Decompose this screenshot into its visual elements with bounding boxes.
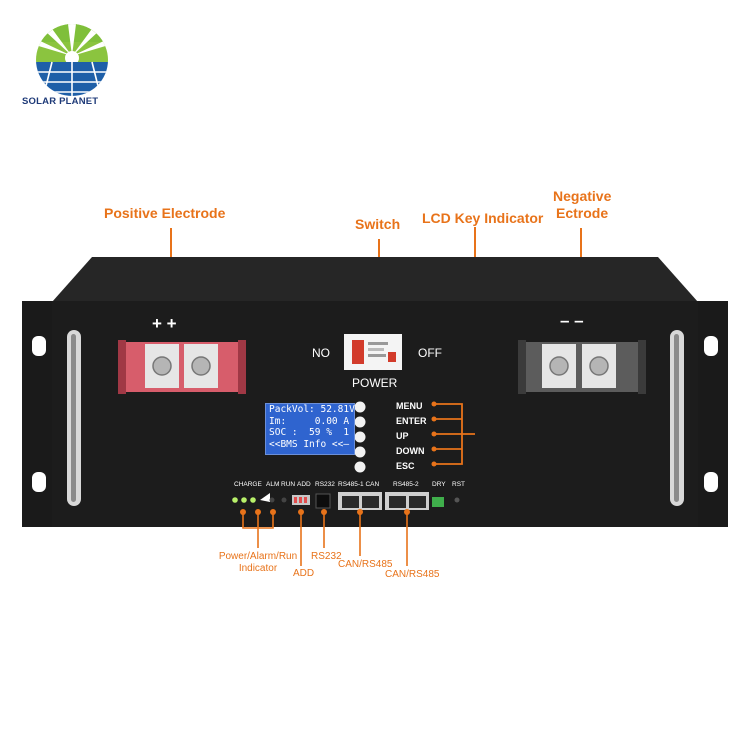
charge-label: CHARGE bbox=[234, 481, 262, 488]
dry-label: DRY bbox=[432, 481, 446, 488]
negative-minus-signs: – – bbox=[560, 311, 584, 330]
can-rs485-2-callout: CAN/RS485 bbox=[385, 569, 440, 580]
switch-off-label: OFF bbox=[418, 346, 442, 360]
add-callout: ADD bbox=[293, 568, 315, 579]
breaker-switch-icon bbox=[344, 334, 402, 370]
power-alarm-run-callout: Power/Alarm/Run Indicator bbox=[214, 551, 302, 575]
alm-label: ALM bbox=[266, 481, 280, 488]
lcd-key-indicator-label: LCD Key Indicator bbox=[422, 210, 544, 226]
key-down-label: DOWN bbox=[396, 446, 425, 456]
key-menu-label: MENU bbox=[396, 401, 423, 411]
led-indicator-icon bbox=[232, 493, 287, 503]
run-label: RUN bbox=[281, 481, 296, 488]
rs485-1-can-label: RS485-1 CAN bbox=[338, 481, 380, 488]
lcd-key-buttons bbox=[354, 401, 366, 473]
positive-terminal-icon bbox=[118, 340, 246, 394]
switch-label: Switch bbox=[355, 216, 401, 232]
lcd-line-4: <<BMS Info <<— bbox=[269, 438, 350, 450]
solar-planet-logo-icon bbox=[36, 24, 108, 96]
can-rs485-1-callout: CAN/RS485 bbox=[338, 559, 393, 570]
lcd-line-1: PackVol: 52.81V bbox=[269, 404, 355, 415]
power-alarm-run-line1: Power/Alarm/Run bbox=[218, 551, 298, 562]
key-esc-label: ESC bbox=[396, 461, 415, 471]
switch-no-label: NO bbox=[312, 346, 330, 360]
battery-rack-unit bbox=[22, 257, 728, 527]
lcd-display: PackVol: 52.81V Im: 0.00 A SOC : 59 % 1 … bbox=[265, 403, 355, 455]
brand-name: SOLAR PLANET bbox=[22, 96, 99, 107]
positive-plus-signs: + + bbox=[152, 314, 177, 333]
negative-electrode-label-line1: Negative bbox=[553, 188, 612, 204]
rs232-callout: RS232 bbox=[311, 551, 342, 562]
positive-electrode-label: Positive Electrode bbox=[104, 205, 226, 221]
lcd-line-3: SOC : 59 % 1 bbox=[269, 427, 350, 438]
negative-electrode-label-line2: Ectrode bbox=[556, 205, 609, 221]
key-enter-label: ENTER bbox=[396, 416, 427, 426]
power-alarm-run-line2: Indicator bbox=[238, 563, 278, 574]
rst-label: RST bbox=[452, 481, 465, 488]
lcd-line-2: Im: 0.00 A bbox=[269, 415, 350, 427]
rs485-2-label: RS485-2 bbox=[393, 481, 419, 488]
rj45-port-icon bbox=[338, 492, 429, 510]
add-label: ADD bbox=[297, 481, 311, 488]
negative-terminal-icon bbox=[518, 340, 646, 394]
power-label: POWER bbox=[352, 376, 398, 390]
key-up-label: UP bbox=[396, 431, 409, 441]
rs232-label: RS232 bbox=[315, 481, 335, 488]
